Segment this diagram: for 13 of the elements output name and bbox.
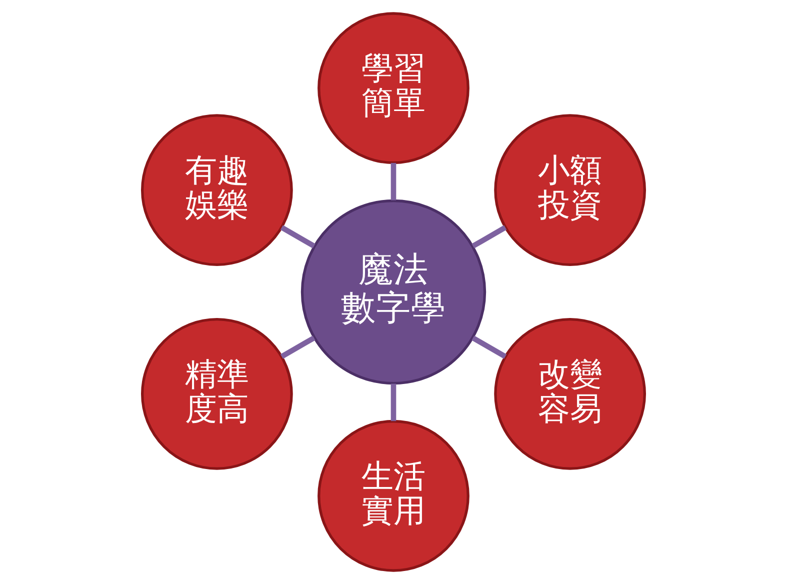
node-circle: 生活實用 [318,420,470,572]
connector [280,225,316,248]
connector [390,384,396,422]
node-circle: 魔法數字學 [300,199,486,385]
connector [390,162,396,200]
node-circle: 學習簡單 [318,12,470,164]
connector [472,336,507,359]
connector [280,336,316,359]
node-circle: 改變容易 [494,318,646,470]
node-circle: 精準度高 [141,318,293,470]
connector [472,225,507,248]
node-circle: 小額投資 [494,114,646,266]
node-circle: 有趣娛樂 [141,114,293,266]
